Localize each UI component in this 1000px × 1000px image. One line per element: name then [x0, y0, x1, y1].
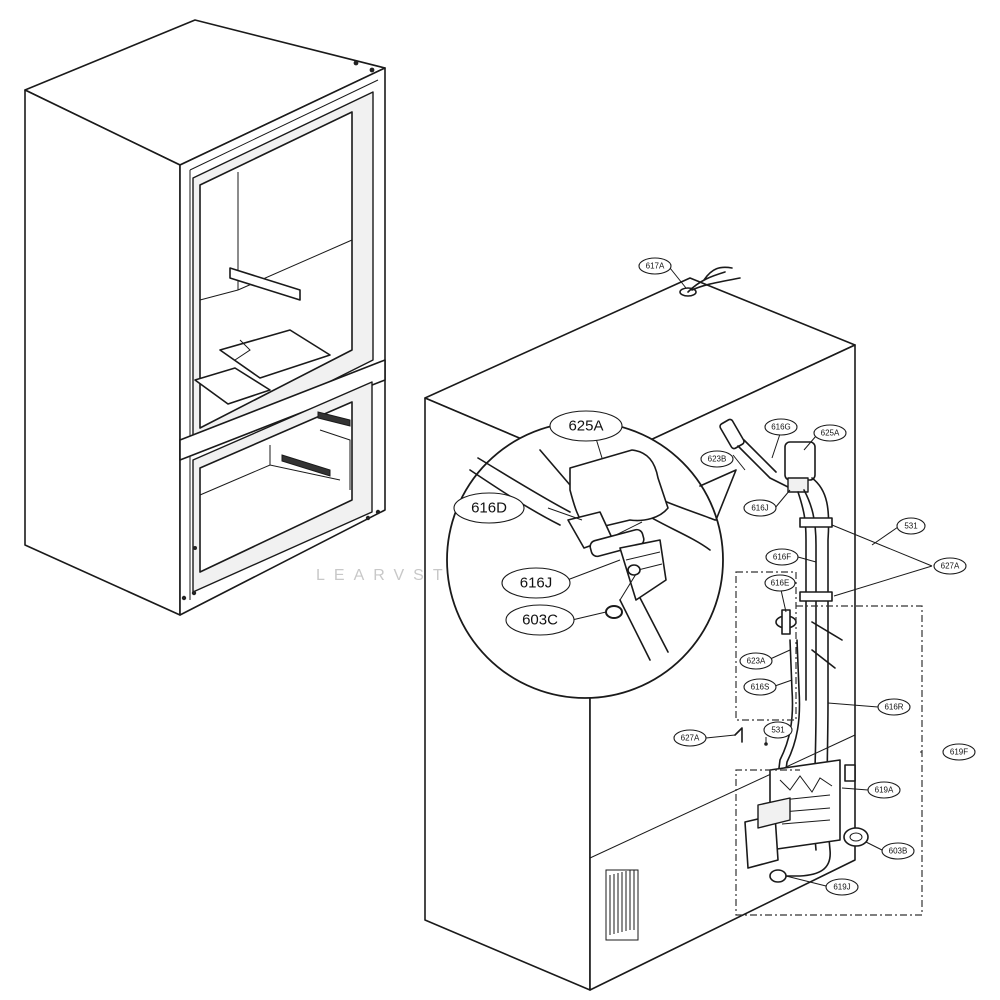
watermark: LEARVST — [316, 567, 452, 584]
callout-627A-left-label: 627A — [681, 734, 700, 743]
detail-callout-603C: 603C — [505, 604, 575, 636]
callout-531-mid-label: 531 — [771, 726, 785, 735]
callout-623B: 623B — [700, 450, 734, 468]
callout-616S: 616S — [743, 678, 777, 696]
detail-callout-616D-label: 616D — [471, 500, 507, 517]
callout-616G: 616G — [764, 418, 798, 436]
callout-623B-label: 623B — [708, 455, 727, 464]
callout-603B-label: 603B — [889, 847, 908, 856]
callout-616R-label: 616R — [884, 703, 903, 712]
callout-619F-label: 619F — [950, 748, 968, 757]
detail-callout-625A: 625A — [549, 410, 623, 442]
callout-616F: 616F — [765, 548, 799, 566]
callout-619J-label: 619J — [833, 883, 850, 892]
callout-603B: 603B — [881, 842, 915, 860]
callout-616E-label: 616E — [771, 579, 790, 588]
callout-531-mid: 531 — [763, 721, 793, 739]
detail-magnifier: 625A 616D 616J 603C — [446, 410, 737, 699]
callout-616S-label: 616S — [751, 683, 770, 692]
water-tube-assembly — [719, 418, 869, 883]
callout-619A: 619A — [867, 781, 901, 799]
callout-531-top: 531 — [896, 517, 926, 535]
callout-619F: 619F — [942, 743, 976, 761]
callout-616J-label: 616J — [751, 504, 768, 513]
detail-callout-603C-label: 603C — [522, 612, 558, 629]
callout-616J: 616J — [743, 499, 777, 517]
callout-623A: 623A — [739, 652, 773, 670]
callout-619A-label: 619A — [875, 786, 894, 795]
assembly-group-boxes — [735, 571, 923, 916]
callout-625A-label: 625A — [821, 429, 840, 438]
callout-617A: 617A — [638, 257, 672, 275]
detail-callout-616D: 616D — [453, 492, 525, 524]
callout-623A-label: 623A — [747, 657, 766, 666]
vent-grille — [605, 869, 639, 941]
callout-617A-label: 617A — [646, 262, 665, 271]
callout-616F-label: 616F — [773, 553, 791, 562]
callout-531-top-label: 531 — [904, 522, 918, 531]
callout-627A-right: 627A — [933, 557, 967, 575]
callout-616G-label: 616G — [771, 423, 791, 432]
callout-627A-right-label: 627A — [941, 562, 960, 571]
callout-625A: 625A — [813, 424, 847, 442]
callout-619J: 619J — [825, 878, 859, 896]
callout-627A-left: 627A — [673, 729, 707, 747]
callout-616R: 616R — [877, 698, 911, 716]
detail-callout-625A-label: 625A — [568, 418, 603, 435]
detail-callout-616J: 616J — [501, 567, 571, 599]
cabinet-front-view — [24, 19, 386, 616]
callout-616E: 616E — [764, 574, 796, 592]
detail-callout-616J-label: 616J — [520, 575, 553, 592]
